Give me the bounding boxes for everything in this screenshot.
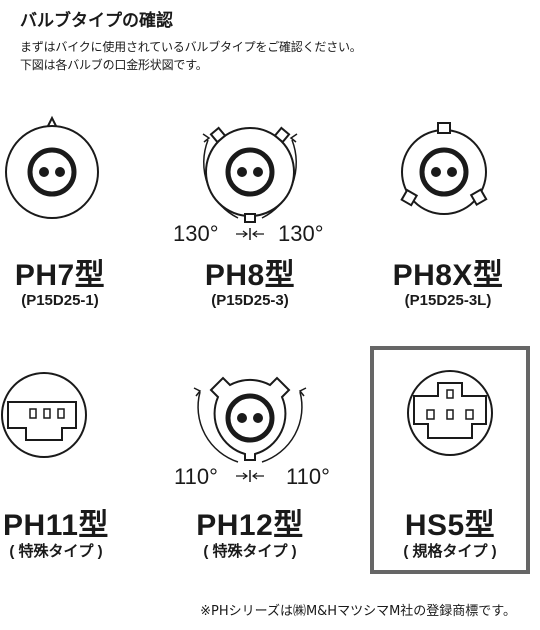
ph8x-type-label: PH8X型 <box>392 259 504 292</box>
ph12-angle-left: 110° <box>174 464 218 489</box>
ph12-base-diagram <box>193 376 307 463</box>
hs5-base-diagram <box>407 370 493 456</box>
ph8-angle-right: 130° <box>278 221 324 246</box>
ph11-type-label: PH11型 <box>3 509 109 542</box>
ph12-angle-right: 110° <box>286 464 330 489</box>
ph11-base-diagram <box>1 372 87 458</box>
ph8-base-diagram <box>202 126 298 223</box>
ph12-type-label: PH12型 <box>196 509 304 542</box>
ph8x-code-label: (P15D25-3L) <box>404 292 492 309</box>
ph8-angle-marker <box>236 228 264 240</box>
ph7-base-diagram <box>5 115 99 219</box>
ph12-code-label: ( 特殊タイプ ) <box>203 543 297 560</box>
hs5-code-label: ( 規格タイプ ) <box>403 543 497 560</box>
ph8-code-label: (P15D25-3) <box>211 292 289 309</box>
ph11-code-label: ( 特殊タイプ ) <box>9 543 103 560</box>
ph7-type-label: PH7型 <box>14 259 106 292</box>
ph8-angle-left: 130° <box>173 221 219 246</box>
trademark-footnote: ※PHシリーズは㈱M&HマツシマM社の登録商標です。 <box>200 604 516 619</box>
hs5-highlight-box <box>370 346 530 574</box>
ph7-code-label: (P15D25-1) <box>21 292 99 309</box>
hs5-type-label: HS5型 <box>404 509 496 542</box>
ph8x-base-diagram <box>400 122 488 215</box>
intro-line-2: 下図は各バルブの口金形状図です。 <box>20 58 208 72</box>
page-title: バルブタイプの確認 <box>20 11 173 31</box>
ph8-type-label: PH8型 <box>204 259 296 292</box>
ph12-angle-marker <box>236 470 264 482</box>
intro-line-1: まずはバイクに使用されているバルブタイプをご確認ください。 <box>20 40 362 54</box>
